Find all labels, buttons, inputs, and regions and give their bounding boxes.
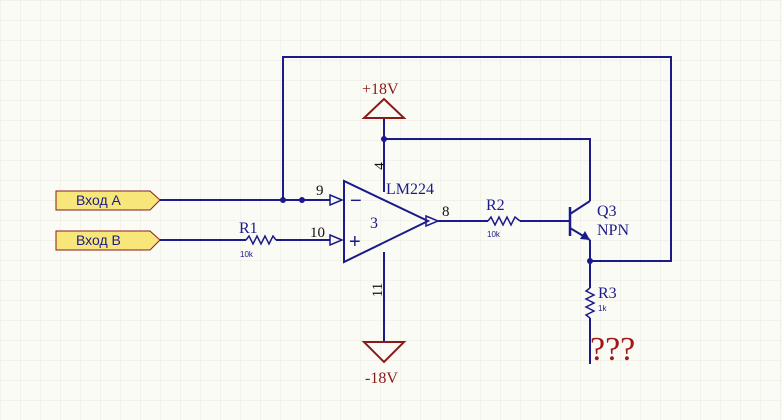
resistor-r1[interactable]: R1 10k xyxy=(239,220,277,259)
junction-dot xyxy=(381,136,387,142)
opamp-name: LM224 xyxy=(386,181,434,198)
opamp-unit: 3 xyxy=(370,215,378,232)
opamp-minus: − xyxy=(350,190,362,212)
resistor-r2-value: 10k xyxy=(487,230,501,239)
resistor-r2-zigzag xyxy=(487,215,521,227)
pin-10-arrow xyxy=(329,233,344,247)
port-input-b[interactable]: Вход B xyxy=(55,230,161,251)
pin-noninv-number: 10 xyxy=(310,225,325,241)
port-input-a-shape xyxy=(55,190,161,211)
resistor-r1-ref: R1 xyxy=(239,220,258,237)
resistor-r3-zigzag xyxy=(584,287,596,319)
resistor-r2-ref: R2 xyxy=(486,197,505,214)
note-question-marks: ??? xyxy=(590,331,635,368)
resistor-r1-zigzag xyxy=(245,234,277,246)
power-negative[interactable]: -18V xyxy=(361,341,407,387)
transistor-q3[interactable]: Q3 NPN xyxy=(568,200,629,241)
transistor-emitter-arrow xyxy=(580,231,590,240)
power-negative-symbol xyxy=(361,341,407,364)
port-input-a[interactable]: Вход А xyxy=(55,190,161,211)
opamp-plus: + xyxy=(349,231,361,253)
junction-dot xyxy=(280,197,286,203)
pin-vpos-number: 4 xyxy=(372,162,388,170)
transistor-ref: Q3 xyxy=(597,203,617,220)
pin-vneg-number: 11 xyxy=(370,283,386,297)
wire-feedback-loop[interactable] xyxy=(282,56,672,262)
power-positive-symbol xyxy=(361,97,407,119)
pin-inv-number: 9 xyxy=(316,183,324,199)
junctions xyxy=(280,136,593,264)
wire-vpos-to-collector[interactable] xyxy=(384,138,591,201)
pin-9-arrow xyxy=(329,193,344,207)
transistor-collector-lead xyxy=(569,200,591,215)
pin-out-number: 8 xyxy=(442,204,450,220)
opamp-lm224[interactable]: − + 3 LM224 9 10 8 4 11 xyxy=(310,162,450,297)
pin-8-arrow xyxy=(425,214,440,228)
resistor-r3-ref: R3 xyxy=(598,285,617,302)
resistor-r3-value: 1k xyxy=(598,304,607,313)
opamp-triangle xyxy=(343,179,431,264)
transistor-type: NPN xyxy=(597,222,629,239)
junction-dot xyxy=(299,197,305,203)
port-input-b-label: Вход B xyxy=(76,232,121,248)
power-positive[interactable]: +18V xyxy=(361,81,407,119)
port-input-b-shape xyxy=(55,230,161,251)
resistor-r1-value: 10k xyxy=(240,250,254,259)
resistor-r2[interactable]: R2 10k xyxy=(486,197,521,239)
port-input-a-label: Вход А xyxy=(76,192,122,208)
resistor-r3[interactable]: R3 1k xyxy=(584,285,617,319)
power-negative-label: -18V xyxy=(365,370,398,387)
junction-dot xyxy=(587,258,593,264)
power-positive-label: +18V xyxy=(362,81,399,98)
